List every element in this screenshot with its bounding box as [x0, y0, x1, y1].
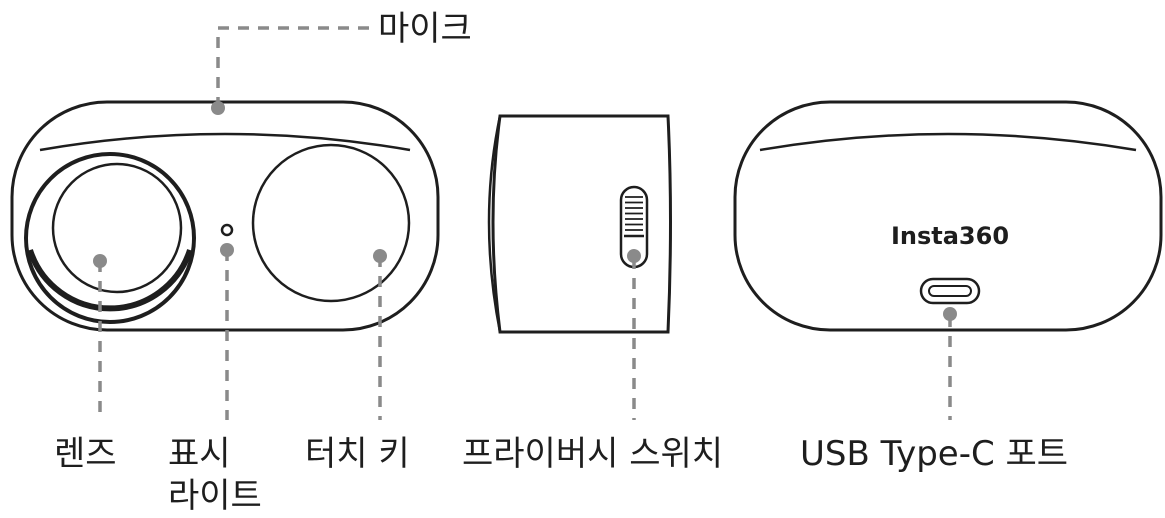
label-lens: 렌즈 — [54, 434, 117, 474]
label-privacy-switch: 프라이버시 스위치 — [462, 434, 723, 474]
lens-glass — [51, 162, 183, 294]
side-body — [491, 114, 672, 334]
privacy-switch-callout-dot — [627, 249, 641, 263]
indicator-callout-dot — [220, 243, 234, 257]
mic-callout-dot — [211, 101, 225, 115]
mic-leader — [216, 26, 372, 108]
label-touch-key: 터치 키 — [305, 434, 410, 474]
usb-port-outline — [919, 277, 981, 305]
usb-port-inner — [928, 285, 972, 297]
side-view — [487, 114, 672, 334]
lens-ring-shadow — [27, 249, 193, 312]
back-top-edge — [759, 132, 1137, 152]
privacy-switch-ridges — [625, 196, 643, 231]
label-usb-port: USB Type-C 포트 — [800, 434, 1068, 474]
lens-callout-dot — [93, 254, 107, 268]
touch-key — [251, 143, 411, 303]
label-mic: 마이크 — [378, 9, 472, 49]
indicator-light — [220, 223, 234, 237]
back-body — [733, 100, 1163, 332]
label-indicator-line2: 라이트 — [168, 476, 262, 516]
front-top-edge — [39, 132, 411, 152]
front-view — [10, 100, 440, 332]
leader-lines — [93, 26, 957, 420]
touch-key-callout-dot — [373, 249, 387, 263]
back-view: Insta360 — [733, 100, 1163, 332]
brand-logo: Insta360 — [891, 222, 1009, 250]
side-edge — [487, 115, 502, 333]
usb-port-callout-dot — [943, 307, 957, 321]
lens-outer-ring — [24, 152, 196, 324]
labels: 마이크 렌즈 표시 라이트 터치 키 프라이버시 스위치 USB Type-C … — [54, 9, 1068, 516]
label-indicator-line1: 표시 — [168, 434, 231, 474]
